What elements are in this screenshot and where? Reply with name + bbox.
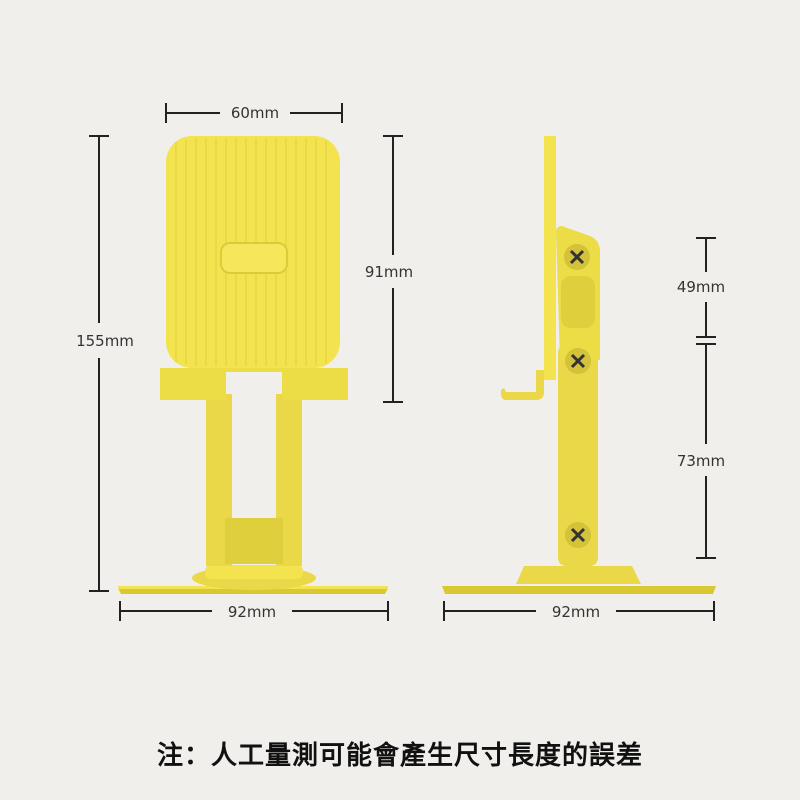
- side-view-stand: [442, 136, 716, 594]
- front-lower-block: [225, 518, 283, 564]
- side-arm-slot: [561, 276, 595, 328]
- side-screw-bottom: [565, 522, 591, 548]
- front-plate-badge: [220, 242, 288, 274]
- side-screw-middle: [565, 348, 591, 374]
- dim-label-73mm: 73mm: [677, 452, 725, 470]
- front-view-stand: [118, 136, 388, 594]
- dim-label-91mm: 91mm: [365, 263, 413, 281]
- dim-label-60mm: 60mm: [231, 104, 279, 122]
- side-dimension-lines: [443, 237, 716, 621]
- front-base-plate: [118, 588, 388, 594]
- measurement-note: 注：人工量測可能會產生尺寸長度的誤差: [156, 741, 643, 771]
- side-lower-arm: [558, 344, 598, 566]
- front-plate-bracket: [160, 368, 348, 400]
- front-plate-ribs: [175, 138, 327, 366]
- dim-label-49mm: 49mm: [677, 278, 725, 296]
- dim-label-92mm-front: 92mm: [228, 603, 276, 621]
- side-base-hub: [516, 566, 641, 584]
- front-base-hub-top: [205, 565, 303, 579]
- side-phone-plate: [544, 136, 556, 380]
- side-base-plate: [442, 586, 716, 594]
- side-screw-top: [564, 244, 590, 270]
- dim-label-92mm-side: 92mm: [552, 603, 600, 621]
- dim-label-155mm: 155mm: [76, 332, 134, 350]
- side-hook: [500, 370, 544, 400]
- front-dimension-lines: [89, 103, 403, 621]
